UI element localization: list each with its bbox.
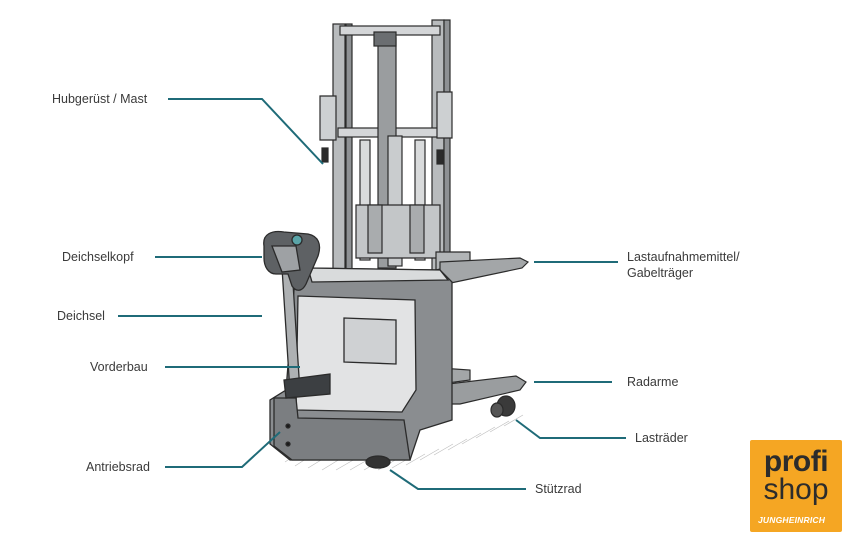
- label-gabeltraeger: Gabelträger: [627, 266, 694, 280]
- label-lastaufnahmemittel: Lastaufnahmemittel/: [627, 250, 740, 264]
- label-radarme: Radarme: [627, 375, 679, 389]
- label-deichselkopf: Deichselkopf: [62, 250, 134, 264]
- forks: [435, 251, 530, 285]
- ground-shadow: [284, 414, 524, 471]
- label-antriebsrad: Antriebsrad: [86, 460, 150, 474]
- leader-lastraeder: [515, 419, 626, 439]
- profishop-logo: profi shop JUNGHEINRICH: [750, 440, 842, 532]
- label-hubgeruest: Hubgerüst / Mast: [52, 92, 148, 106]
- label-stuetzrad: Stützrad: [535, 482, 582, 496]
- leader-hubgeruest: [168, 98, 324, 165]
- leader-stuetzrad: [389, 469, 526, 490]
- label-vorderbau: Vorderbau: [90, 360, 148, 374]
- front-body: [269, 267, 453, 469]
- wheel-arms: [439, 367, 527, 418]
- leader-antriebsrad: [165, 431, 281, 468]
- mast: [319, 19, 453, 279]
- label-deichsel: Deichsel: [57, 309, 105, 323]
- logo-line2: shop: [763, 473, 829, 506]
- logo-line1: profi: [763, 445, 829, 478]
- tiller: [263, 230, 331, 399]
- leader-lines: [118, 98, 626, 490]
- logo-brand: JUNGHEINRICH: [758, 515, 826, 525]
- label-lastraeder: Lasträder: [635, 431, 688, 445]
